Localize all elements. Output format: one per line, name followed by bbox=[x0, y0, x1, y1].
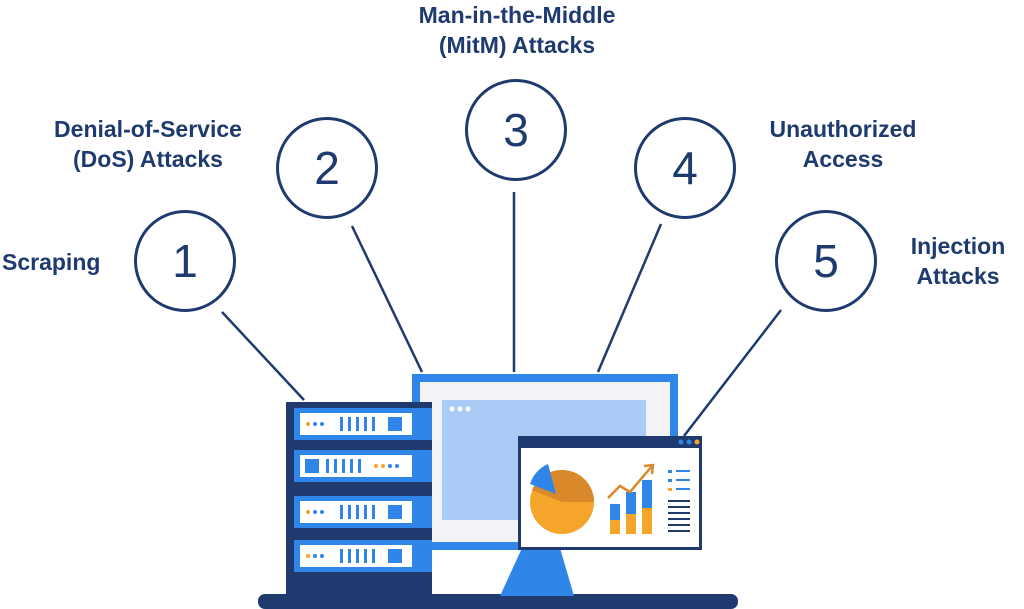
label-line: Unauthorized bbox=[769, 116, 917, 142]
label-line: Attacks bbox=[916, 263, 1000, 289]
window-dot bbox=[457, 406, 463, 412]
step-circle-1: 1 bbox=[134, 210, 236, 312]
ground-bar bbox=[258, 594, 738, 609]
connector-lines bbox=[221, 192, 782, 437]
label-line: (DoS) Attacks bbox=[73, 146, 223, 172]
trend-arrow-icon bbox=[607, 463, 655, 499]
window-dot bbox=[449, 406, 455, 412]
server-unit bbox=[294, 450, 432, 482]
label-injection: Injection Attacks bbox=[900, 231, 1016, 291]
label-dos: Denial-of-Service (DoS) Attacks bbox=[37, 114, 259, 174]
bar-chart-icon bbox=[610, 480, 652, 534]
label-line: Injection bbox=[910, 233, 1006, 259]
connector-4 bbox=[596, 223, 663, 373]
label-mitm: Man-in-the-Middle (MitM) Attacks bbox=[386, 0, 648, 60]
label-unauthorized: Unauthorized Access bbox=[752, 114, 934, 174]
legend-lines bbox=[668, 470, 690, 532]
server-unit bbox=[294, 408, 432, 440]
step-circle-5: 5 bbox=[775, 210, 877, 312]
window-dot bbox=[465, 406, 471, 412]
pie-chart-icon bbox=[530, 464, 594, 534]
connector-1 bbox=[221, 311, 305, 401]
step-circle-2: 2 bbox=[276, 117, 378, 219]
label-line: Scraping bbox=[2, 249, 101, 275]
label-line: Man-in-the-Middle bbox=[418, 2, 616, 28]
label-line: Denial-of-Service bbox=[54, 116, 242, 142]
label-line: Access bbox=[802, 146, 884, 172]
server-unit bbox=[294, 540, 432, 572]
step-circle-3: 3 bbox=[465, 79, 567, 181]
monitor-stand bbox=[500, 548, 574, 596]
label-line: (MitM) Attacks bbox=[438, 32, 596, 58]
connector-2 bbox=[350, 225, 424, 373]
analytics-window-icon bbox=[518, 436, 702, 550]
server-unit bbox=[294, 496, 432, 528]
step-circle-4: 4 bbox=[634, 117, 736, 219]
rack-base bbox=[290, 580, 420, 594]
server-rack-icon bbox=[286, 402, 432, 594]
label-scraping: Scraping bbox=[2, 247, 100, 277]
connector-5 bbox=[683, 309, 782, 437]
